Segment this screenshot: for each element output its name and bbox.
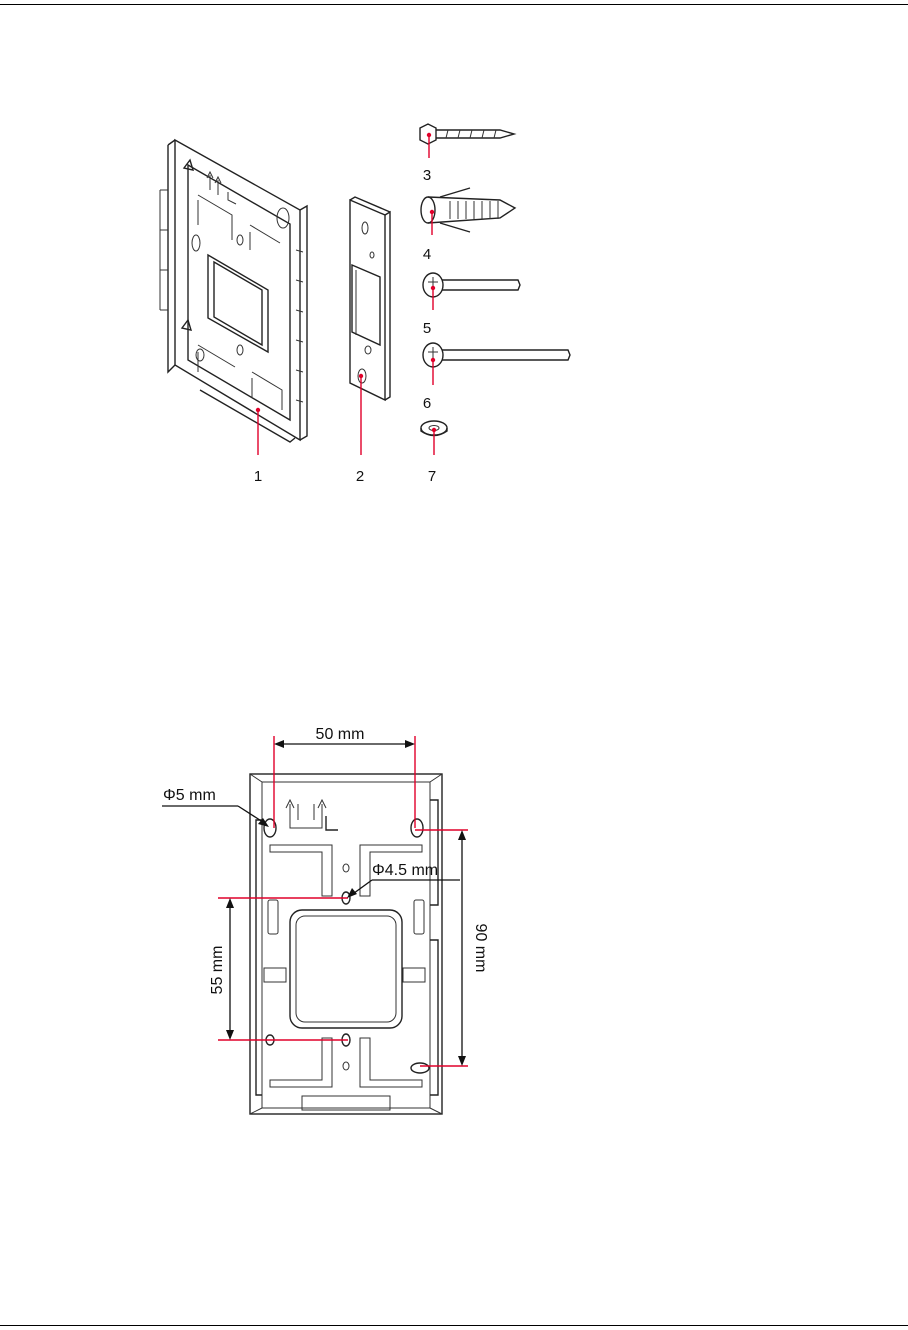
callout-6: 6	[423, 395, 431, 412]
mounting-strip-part	[350, 197, 390, 455]
dimension-inner-label: 55 mm	[209, 946, 226, 995]
short-screw-part	[423, 273, 520, 310]
callout-4: 4	[423, 246, 431, 263]
dimension-50mm: 50 mm	[274, 726, 415, 748]
dimension-height-label: 90 mm	[472, 924, 489, 973]
mounting-kit-figure: 1 2 3 4 5 6 7	[0, 0, 908, 500]
callout-7: 7	[428, 468, 436, 485]
long-screw-part	[423, 343, 570, 385]
callout-2: 2	[356, 468, 364, 485]
bracket-dimensions-figure: 50 mm 90 mm 55 mm Φ5 mm Φ4.5 mm	[0, 700, 908, 1130]
expansion-anchor-part	[421, 188, 515, 235]
dimension-90mm: 90 mm	[458, 830, 489, 1066]
dimension-width-label: 50 mm	[316, 726, 365, 743]
callout-5: 5	[423, 320, 431, 337]
hole-small-label: Φ4.5 mm	[372, 862, 438, 879]
washer-part	[421, 421, 447, 455]
dimension-55mm: 55 mm	[209, 898, 234, 1040]
callout-1: 1	[254, 468, 262, 485]
tapping-screw-part	[420, 124, 514, 158]
footer-rule	[0, 1325, 908, 1326]
hole-large-label: Φ5 mm	[163, 787, 216, 804]
bracket-plate	[250, 774, 442, 1114]
callout-3: 3	[423, 167, 431, 184]
mounting-bracket-part	[160, 140, 307, 455]
